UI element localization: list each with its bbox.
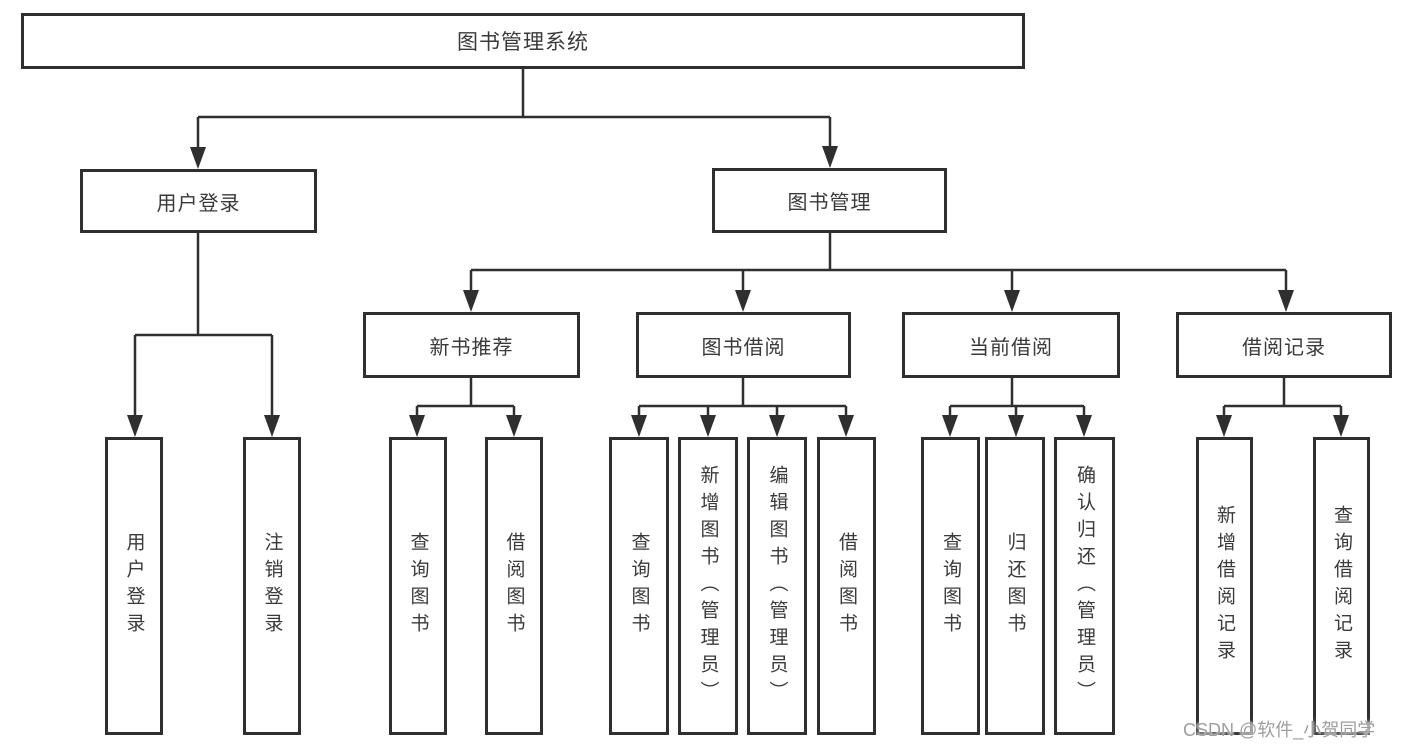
leaf-borrow-book: 借阅图书	[817, 437, 876, 735]
node-new-book-recommend: 新书推荐	[363, 312, 580, 378]
root-node-library-system: 图书管理系统	[21, 13, 1025, 69]
node-borrow-record: 借阅记录	[1176, 312, 1392, 378]
leaf-user-login: 用户登录	[105, 437, 163, 735]
leaf-add-book-admin: 新增图书（管理员）	[678, 437, 738, 735]
csdn-watermark: CSDN @软件_小贺同学	[1183, 720, 1376, 740]
leaf-return-book: 归还图书	[985, 437, 1045, 735]
node-book-borrow: 图书借阅	[636, 312, 851, 378]
leaf-borrow-book-recommend: 借阅图书	[485, 437, 543, 735]
leaf-confirm-return-admin: 确认归还（管理员）	[1054, 437, 1115, 735]
leaf-query-book-recommend: 查询图书	[389, 437, 447, 735]
leaf-add-borrow-record: 新增借阅记录	[1196, 437, 1253, 735]
leaf-logout: 注销登录	[243, 437, 301, 735]
leaf-query-book-borrow: 查询图书	[609, 437, 669, 735]
leaf-query-borrow-record: 查询借阅记录	[1313, 437, 1370, 735]
leaf-query-book-current: 查询图书	[921, 437, 980, 735]
node-book-management: 图书管理	[712, 168, 947, 233]
leaf-edit-book-admin: 编辑图书（管理员）	[747, 437, 807, 735]
node-user-login: 用户登录	[80, 169, 317, 233]
node-current-borrow: 当前借阅	[902, 312, 1120, 378]
